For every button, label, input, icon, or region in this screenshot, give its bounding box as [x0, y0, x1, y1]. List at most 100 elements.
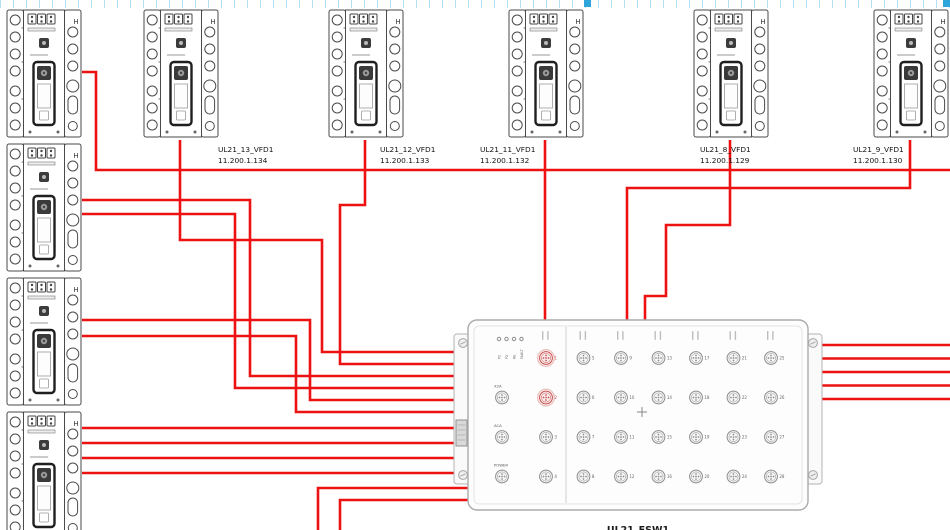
ethernet-switch-device[interactable]: P1 P2 RE FAULT 1234567891011121314151617… — [453, 319, 823, 530]
vfd-device-top-2[interactable] — [327, 8, 405, 139]
switch-port[interactable]: 28 — [764, 469, 785, 484]
switch-port[interactable]: 18 — [689, 390, 710, 405]
switch-port[interactable]: 26 — [764, 390, 785, 405]
switch-port-connected[interactable]: 2 — [537, 388, 558, 407]
led-label: P1 — [497, 355, 501, 359]
port-number: 16 — [667, 474, 673, 479]
switch-port-grid: 1234567891011121314151617181920212223242… — [494, 331, 785, 484]
port-number: 1 — [554, 356, 557, 361]
device-name-label: UL21_13_VFD1 — [218, 145, 274, 154]
port-number: 17 — [704, 356, 710, 361]
device-ip-label: 11.200.1.132 — [480, 156, 529, 165]
wire-left2b[interactable] — [82, 212, 454, 390]
switch-port[interactable]: 9 — [614, 351, 633, 365]
vfd-device-left-1[interactable] — [5, 8, 83, 139]
wire-vfd-e[interactable] — [625, 140, 912, 321]
led-label: P2 — [505, 355, 509, 359]
port-number: 12 — [629, 474, 635, 479]
device-name-label: UL21_12_VFD1 — [380, 145, 436, 154]
port-number: 10 — [629, 395, 635, 400]
switch-port[interactable]: 17 — [689, 351, 710, 365]
port-number: 11 — [629, 435, 635, 440]
switch-port[interactable]: 5 — [576, 351, 595, 365]
port-number: 28 — [779, 474, 785, 479]
port-number: 26 — [779, 395, 785, 400]
ruler-corner-marker — [943, 0, 950, 7]
device-ip-label: 11.200.1.130 — [853, 156, 903, 165]
port-number: 15 — [667, 435, 673, 440]
ruler-horizontal — [0, 0, 950, 8]
wire-vfd-d[interactable] — [643, 140, 732, 321]
wire-left3b[interactable] — [82, 334, 454, 414]
port-number: 25 — [779, 356, 785, 361]
switch-port[interactable]: 12 — [614, 469, 635, 484]
led-label: FAULT — [520, 348, 524, 359]
switch-port[interactable]: 3 — [539, 430, 558, 444]
port-number: 24 — [742, 474, 748, 479]
switch-port[interactable]: 20 — [689, 469, 710, 484]
device-name-label: UL21_8_VFD1 — [700, 145, 751, 154]
vfd-device-top-4[interactable] — [692, 8, 770, 139]
switch-port[interactable]: 15 — [651, 430, 673, 444]
switch-port-connected[interactable]: 1 — [537, 349, 558, 368]
port-number: 8 — [592, 474, 595, 479]
port-number: 22 — [742, 395, 748, 400]
port-number: 23 — [742, 435, 748, 440]
device-ip-label: 11.200.1.133 — [380, 156, 430, 165]
port-number: 2 — [554, 395, 557, 400]
switch-port[interactable]: 11 — [614, 430, 635, 444]
switch-port[interactable]: 10 — [614, 390, 635, 405]
port-number: 19 — [704, 435, 710, 440]
port-number: 14 — [667, 395, 673, 400]
switch-port[interactable]: 4 — [539, 469, 558, 484]
wire-left3a[interactable] — [82, 318, 454, 402]
switch-port[interactable]: 16 — [651, 469, 673, 484]
switch-port[interactable]: 13 — [651, 351, 672, 365]
vfd-device-top-1[interactable] — [142, 8, 220, 139]
port-number: 6 — [592, 395, 595, 400]
wire-bottom1[interactable] — [316, 486, 468, 530]
switch-port[interactable] — [495, 390, 509, 405]
wire-vfd-b[interactable] — [338, 140, 454, 366]
wire-left2a[interactable] — [82, 198, 454, 378]
switch-port[interactable] — [495, 469, 509, 484]
switch-port[interactable]: 8 — [576, 469, 595, 484]
wire-left1[interactable] — [82, 70, 950, 172]
vfd-device-top-5[interactable] — [872, 8, 950, 139]
device-name-label: UL21_9_VFD1 — [853, 145, 904, 154]
port-number: 5 — [592, 356, 595, 361]
switch-port[interactable]: 23 — [726, 430, 748, 444]
switch-port[interactable]: 7 — [576, 430, 595, 444]
switch-port[interactable]: 19 — [689, 430, 710, 444]
vfd-device-left-2[interactable] — [5, 142, 83, 273]
center-mark — [637, 407, 647, 417]
device-ip-label: 11.200.1.134 — [218, 156, 268, 165]
switch-port[interactable]: 6 — [576, 390, 595, 405]
switch-port[interactable]: 14 — [651, 390, 673, 405]
switch-port-label: ACA — [494, 423, 502, 428]
switch-port[interactable]: 21 — [726, 351, 747, 365]
ruler-cursor-marker — [584, 0, 591, 7]
switch-port-label: X2A — [494, 384, 502, 389]
device-ip-label: 11.200.1.129 — [700, 156, 750, 165]
side-connector-block — [455, 419, 468, 447]
port-number: 9 — [629, 356, 632, 361]
device-labels: UL21_13_VFD1 11.200.1.134 UL21_12_VFD1 1… — [218, 145, 904, 165]
port-number: 3 — [554, 435, 557, 440]
vfd-device-top-3[interactable] — [507, 8, 585, 139]
vfd-device-left-4[interactable] — [5, 410, 83, 530]
switch-port[interactable]: 27 — [764, 430, 785, 444]
port-number: 4 — [554, 474, 557, 479]
port-number: 20 — [704, 474, 710, 479]
switch-port[interactable]: 24 — [726, 469, 748, 484]
switch-port[interactable]: 25 — [764, 351, 785, 365]
wire-vfd-a[interactable] — [178, 140, 454, 354]
wire-bottom2[interactable] — [338, 498, 468, 530]
switch-port[interactable] — [495, 430, 509, 444]
switch-port[interactable]: 22 — [726, 390, 748, 405]
wire-harness — [82, 70, 950, 530]
switch-led-block — [496, 336, 524, 342]
vfd-device-left-3[interactable] — [5, 276, 83, 407]
switch-partial-label: UL21_ESW1 — [607, 525, 669, 530]
